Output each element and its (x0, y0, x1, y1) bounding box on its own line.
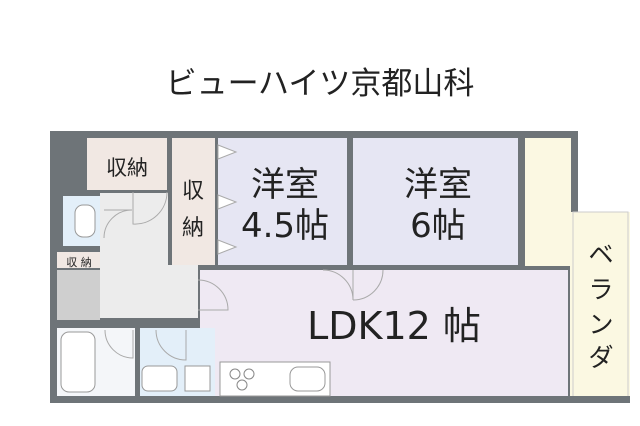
western-a-size: 4.5帖 (241, 206, 329, 246)
storage-small-label: 収 納 (66, 256, 92, 269)
bathtub-icon (60, 331, 96, 393)
entrance (57, 270, 100, 320)
western-b-size: 6帖 (410, 206, 466, 246)
storage-side-label-1: 収 (182, 179, 204, 204)
hallway (100, 193, 168, 318)
hallway-ext (168, 265, 198, 318)
storage-top (87, 138, 167, 190)
veranda-char: ベ (588, 240, 613, 269)
western-room-b (353, 138, 518, 265)
closet-doors (217, 144, 238, 255)
storage-side (172, 138, 215, 265)
storage-side-label-2: 納 (182, 216, 204, 241)
storage-top-label: 収納 (106, 156, 148, 180)
property-title: ビューハイツ京都山科 (166, 66, 475, 102)
toilet-icon (74, 204, 96, 238)
veranda-wall (570, 396, 630, 403)
ldk-label: LDK12 帖 (307, 304, 481, 348)
storage-small (57, 252, 100, 268)
veranda-char: ダ (588, 343, 613, 372)
veranda-strip (572, 211, 629, 398)
stove-icon (229, 368, 255, 391)
western-b-label: 洋室 (404, 165, 472, 205)
veranda-label: ベ ラ ン ダ (588, 240, 613, 372)
washing-machine-icon (184, 365, 211, 392)
sink-icon (141, 365, 178, 392)
veranda-char: ン (588, 310, 613, 339)
door-swings (103, 191, 384, 361)
veranda-upper (525, 138, 571, 266)
western-room-a (218, 138, 347, 265)
kitchen-sink-icon (289, 366, 326, 392)
western-a-label: 洋室 (251, 165, 319, 205)
veranda-char: ラ (588, 275, 613, 304)
